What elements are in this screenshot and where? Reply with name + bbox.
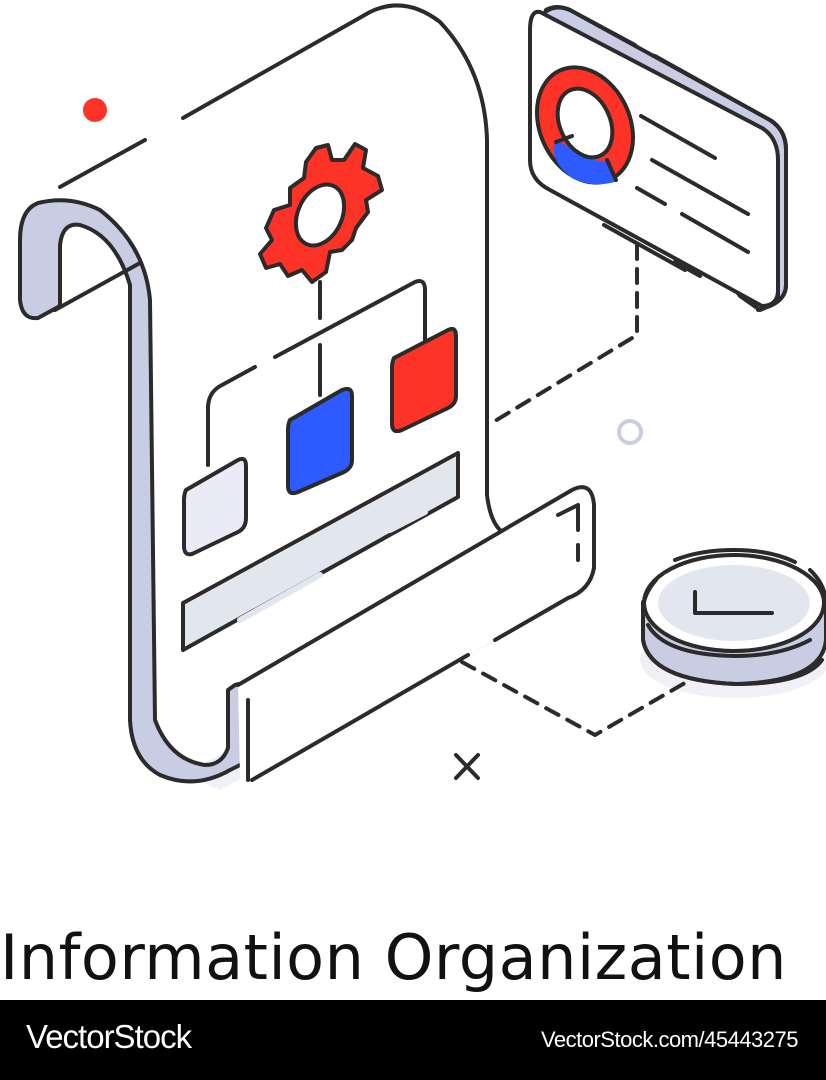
x-decoration [454, 753, 480, 780]
flowchart-icon [182, 279, 458, 557]
watermark-brand: VectorStock [26, 1018, 192, 1055]
illustration [18, 3, 826, 790]
donut-chart-card-icon [528, 5, 788, 312]
scroll-document-icon [18, 3, 826, 790]
caption-title: Information Organization [0, 921, 787, 994]
watermark-id: VectorStock.com/45443275 [540, 1027, 799, 1052]
coin-icon [641, 548, 826, 686]
watermark-bar: VectorStock VectorStock.com/45443275 [0, 1000, 826, 1080]
ring-decoration [617, 419, 643, 445]
gear-icon [258, 142, 384, 284]
dot-decoration [83, 98, 107, 122]
